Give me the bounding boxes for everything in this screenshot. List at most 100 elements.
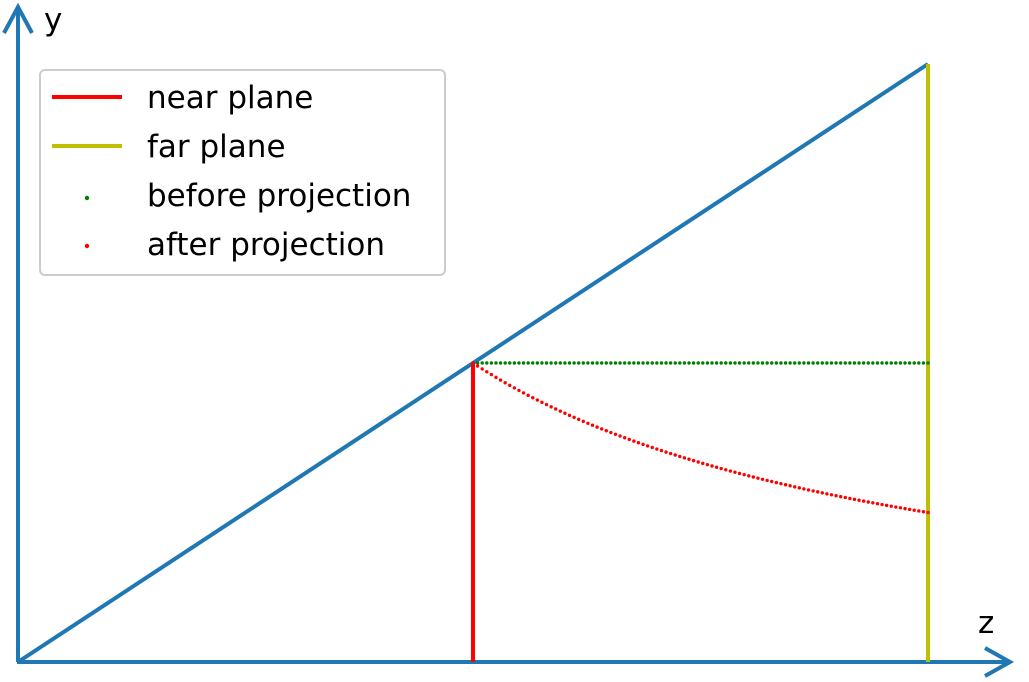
after-projection-point	[544, 402, 549, 407]
before-projection-point	[921, 361, 926, 365]
before-projection-point	[701, 361, 705, 365]
after-projection-point	[820, 491, 824, 495]
before-projection-point	[728, 361, 733, 365]
after-projection-point	[765, 478, 769, 483]
after-projection-point	[590, 423, 595, 427]
after-projection-point	[770, 479, 774, 484]
after-projection-point	[535, 398, 540, 402]
after-projection-point	[577, 417, 581, 422]
after-projection-point	[471, 361, 475, 365]
before-projection-point	[655, 361, 659, 365]
legend-before-label: before projection	[147, 178, 411, 214]
after-projection-point	[894, 505, 898, 509]
after-projection-point	[756, 476, 760, 480]
after-projection-point	[645, 444, 650, 448]
after-projection-point	[802, 487, 806, 491]
before-projection-point	[549, 361, 553, 365]
after-projection-point	[485, 370, 489, 374]
after-projection-point	[857, 498, 861, 502]
after-projection-point	[581, 419, 586, 424]
before-projection-point	[894, 361, 898, 365]
before-projection-point	[742, 361, 746, 365]
after-projection-point	[921, 510, 926, 514]
after-projection-point	[783, 483, 788, 487]
before-projection-point	[678, 361, 682, 365]
before-projection-point	[627, 361, 631, 365]
after-projection-point	[926, 510, 930, 515]
before-projection-point	[802, 361, 806, 365]
after-projection-point	[724, 468, 728, 472]
after-projection-point	[737, 471, 742, 476]
before-projection-point	[779, 361, 783, 365]
after-projection-point	[701, 461, 705, 466]
after-projection-point	[760, 477, 765, 481]
before-projection-point	[747, 361, 751, 365]
after-projection-point	[641, 442, 645, 447]
before-projection-point	[820, 361, 824, 365]
before-projection-point	[811, 361, 815, 365]
before-projection-point	[756, 361, 760, 365]
before-projection-point	[682, 361, 687, 365]
legend-far-label: far plane	[147, 129, 286, 165]
after-projection-point	[843, 495, 847, 500]
before-projection-point	[724, 361, 728, 365]
after-projection-point	[880, 502, 884, 507]
before-projection-point	[884, 361, 889, 365]
after-projection-point	[917, 509, 921, 513]
before-projection-point	[696, 361, 700, 365]
after-projection-point	[655, 447, 659, 451]
after-projection-point	[838, 494, 843, 499]
after-projection-point	[834, 494, 838, 498]
after-projection-point	[815, 490, 820, 494]
after-projection-point	[508, 383, 512, 388]
before-projection-point	[650, 361, 654, 365]
after-projection-point	[475, 364, 480, 368]
after-projection-point	[540, 400, 544, 405]
before-projection-point	[645, 361, 650, 365]
after-projection-point	[797, 486, 802, 490]
before-projection-point	[480, 361, 484, 365]
before-projection-point	[737, 361, 742, 365]
before-projection-point	[797, 361, 802, 365]
after-projection-point	[659, 448, 664, 453]
legend-before-marker	[84, 195, 90, 201]
after-projection-point	[848, 496, 852, 501]
before-projection-point	[531, 361, 535, 365]
before-projection-point	[636, 361, 641, 365]
before-projection-point	[508, 361, 512, 365]
before-projection-point	[898, 361, 903, 365]
after-projection-point	[898, 506, 903, 510]
before-projection-point	[563, 361, 567, 365]
y-axis-label: y	[44, 2, 62, 38]
before-projection-point	[751, 361, 756, 365]
after-projection-point	[751, 475, 756, 479]
before-projection-point	[880, 361, 884, 365]
legend-after-label: after projection	[147, 227, 385, 263]
before-projection-point	[659, 361, 664, 365]
after-projection-point	[875, 502, 880, 506]
after-projection-point	[728, 469, 733, 473]
after-projection-point	[664, 450, 668, 454]
after-projection-point	[609, 430, 613, 435]
after-projection-point	[747, 474, 751, 478]
after-projection-point	[595, 425, 599, 429]
after-projection-point	[563, 411, 567, 415]
before-projection-point	[526, 361, 530, 365]
before-projection-point	[852, 361, 857, 365]
after-projection-point	[866, 500, 870, 504]
before-projection-point	[843, 361, 847, 365]
before-projection-point	[664, 361, 668, 365]
after-projection-point	[788, 484, 792, 488]
before-projection-point	[829, 361, 834, 365]
before-projection-point	[489, 361, 494, 365]
after-projection-point	[627, 437, 631, 442]
before-projection-point	[848, 361, 852, 365]
before-projection-point	[581, 361, 586, 365]
before-projection-point	[917, 361, 921, 365]
after-projection-point	[861, 499, 866, 503]
after-projection-point	[719, 466, 723, 471]
after-projection-point	[779, 481, 783, 486]
after-projection-point	[871, 501, 875, 505]
before-projection-point	[774, 361, 779, 365]
after-projection-point	[691, 458, 696, 463]
